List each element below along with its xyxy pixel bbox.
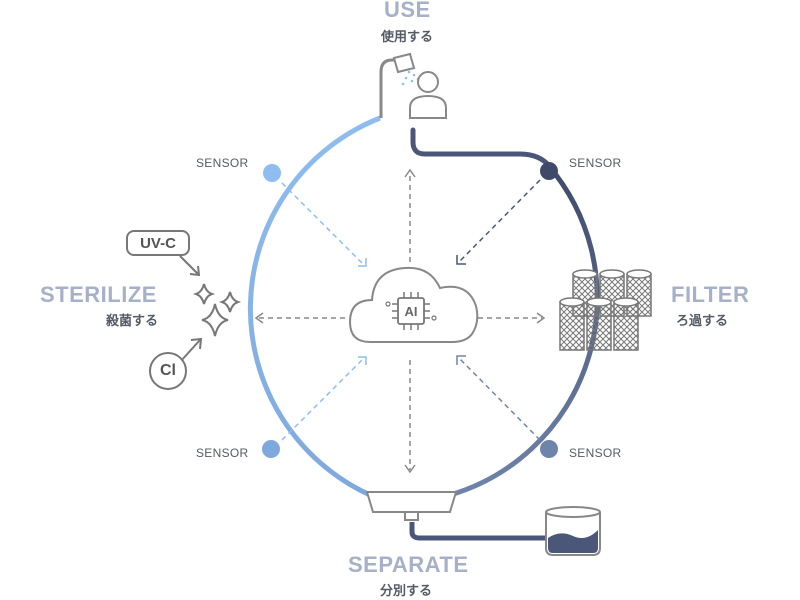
stage-subtitle-use: 使用する [381, 29, 434, 44]
arrow-sensor-bl-to-ai [281, 356, 366, 441]
sensor-dot-bottom-right [540, 440, 558, 458]
arrow-sensor-tl-to-ai [281, 182, 366, 267]
tray-spout [404, 512, 419, 521]
sensor-dot-top-right [540, 162, 558, 180]
arrow-sensor-tr-to-ai [457, 179, 541, 264]
sensor-label-bottom-left: SENSOR [196, 446, 249, 460]
water-tank-icon [545, 506, 601, 556]
sparkle-icon [192, 283, 242, 337]
cycle-arc-left [247, 115, 381, 498]
separator-tray [365, 491, 458, 513]
uvc-badge: UV-C [126, 230, 190, 256]
shower-icon [379, 52, 420, 118]
ai-cloud-icon: AI [348, 266, 479, 343]
arrow-uvc [179, 255, 199, 275]
ai-label: AI [405, 304, 418, 319]
stage-subtitle-separate: 分別する [380, 583, 433, 598]
filter-cartridges-icon [559, 269, 652, 351]
cycle-arc-right [449, 163, 600, 498]
drain-pipe [410, 127, 553, 170]
arrow-cl [179, 339, 201, 363]
sensor-label-top-left: SENSOR [196, 156, 249, 170]
tank-pipe [409, 522, 548, 541]
stage-title-use: USE [384, 0, 431, 22]
sensor-label-top-right: SENSOR [569, 156, 622, 170]
stage-title-sterilize: STERILIZE [40, 282, 157, 307]
stage-title-separate: SEPARATE [348, 552, 469, 577]
arrow-sensor-br-to-ai [457, 356, 541, 441]
sensor-dot-top-left [263, 164, 281, 182]
person-icon [409, 71, 447, 119]
sensor-dot-bottom-left [262, 440, 280, 458]
stage-title-filter: FILTER [671, 282, 750, 307]
stage-subtitle-sterilize: 殺菌する [106, 313, 159, 328]
sensor-label-bottom-right: SENSOR [569, 446, 622, 460]
stage-subtitle-filter: ろ過する [676, 313, 729, 328]
chlorine-badge: Cl [149, 352, 187, 390]
